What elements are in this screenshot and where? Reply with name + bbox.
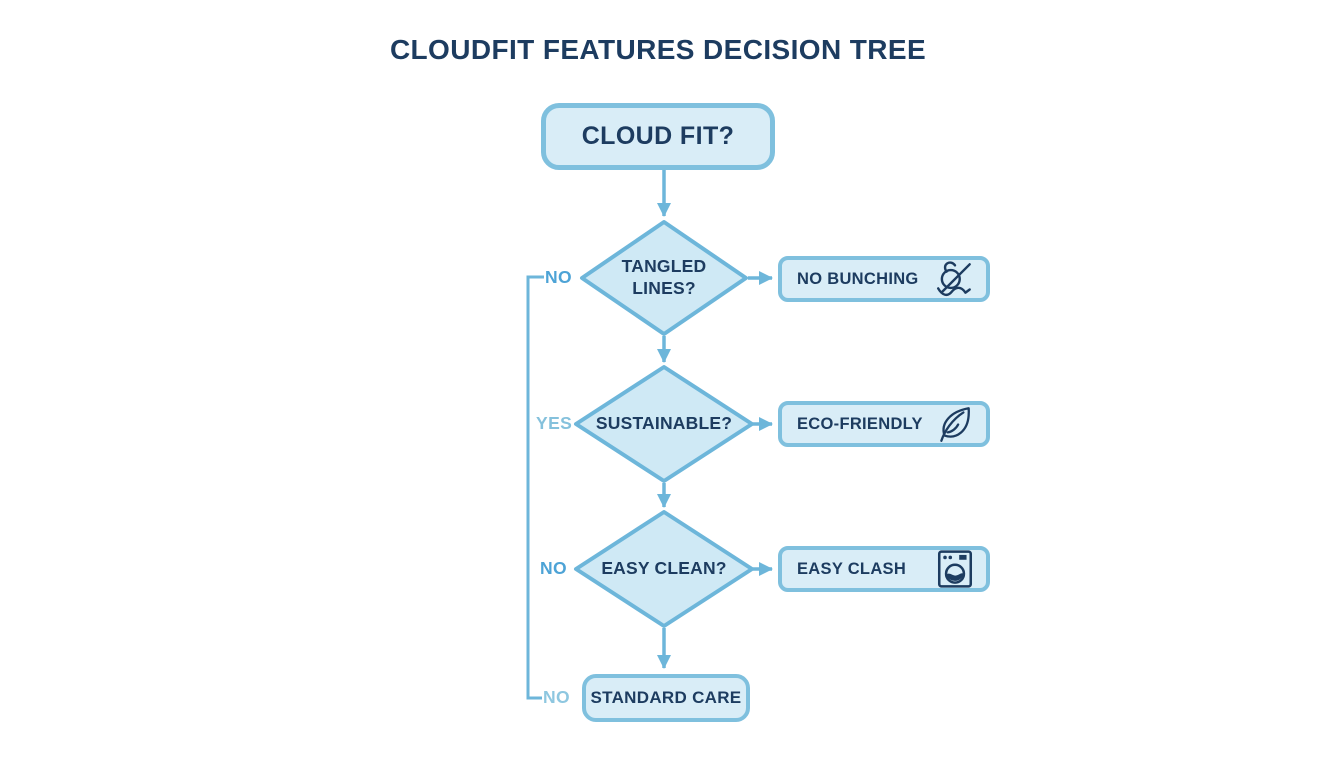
decision-label-easy-clean: EASY CLEAN? [601, 558, 727, 579]
no-branch-bracket [526, 275, 544, 700]
start-node-label: CLOUD FIT? [581, 122, 735, 150]
result-label: EASY CLASH [797, 559, 907, 578]
decision-label-sustainable: SUSTAINABLE? [595, 413, 733, 434]
branch-label-no-3: NO [543, 687, 571, 707]
start-node-cloud-fit: CLOUD FIT? [541, 103, 775, 170]
end-node-label: STANDARD CARE [590, 688, 742, 707]
decision-diamond-tangled-lines [580, 220, 748, 336]
no-tangle-knot-icon [934, 258, 976, 300]
decision-diamond-easy-clean [574, 510, 754, 628]
result-label: ECO-FRIENDLY [797, 414, 923, 433]
result-node-easy-clash: EASY CLASH [778, 546, 990, 592]
decision-label-tangled-lines: TANGLED LINES? [621, 256, 707, 298]
branch-label-yes: YES [536, 413, 573, 433]
leaf-icon [934, 403, 976, 445]
washing-machine-icon [934, 548, 976, 590]
page-title: CLOUDFIT FEATURES DECISION TREE [389, 34, 927, 65]
result-node-no-bunching: NO BUNCHING [778, 256, 990, 302]
end-node-standard-care: STANDARD CARE [582, 674, 750, 722]
result-node-eco-friendly: ECO-FRIENDLY [778, 401, 990, 447]
branch-label-no-1: NO [545, 267, 573, 287]
result-label: NO BUNCHING [797, 269, 919, 288]
branch-label-no-2: NO [540, 558, 568, 578]
decision-diamond-sustainable [574, 365, 754, 483]
